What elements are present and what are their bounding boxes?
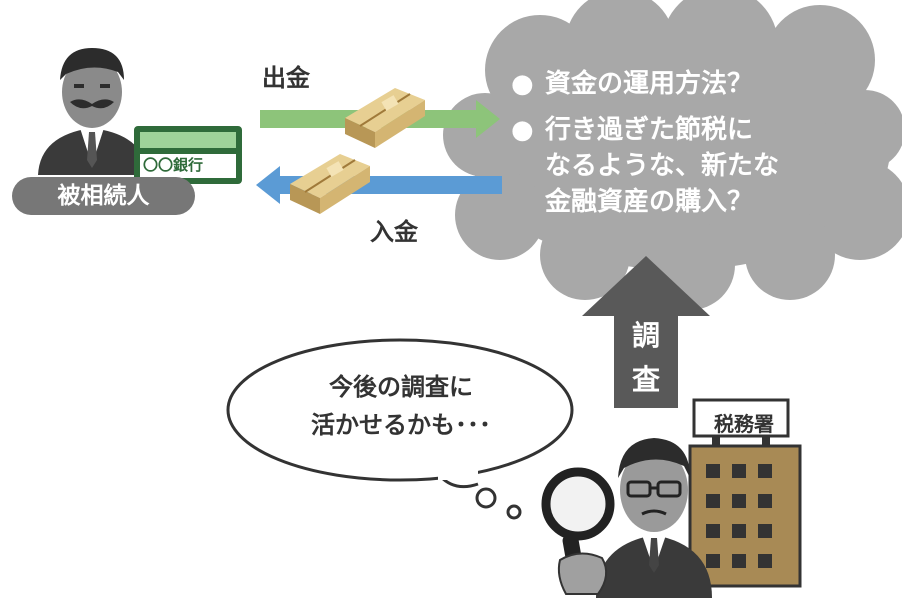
bankbook-icon [134,126,242,184]
question-list: ● 資金の運用方法？ ● 行き過ぎた節税に なるような、新たな 金融資産の購入？ [511,66,780,220]
speech-line: 今後の調査に [329,373,473,401]
up-arrow-icon [582,256,710,408]
question-item: ● 資金の運用方法？ [511,66,779,102]
question-item: ● 行き過ぎた節税に なるような、新たな 金融資産の購入？ [511,112,780,220]
thought-bubble-icon [226,338,574,520]
investigation-char: 調 [631,319,660,352]
person-decedent-icon [38,48,148,175]
question-line: 行き過ぎた節税に [545,115,754,145]
deposit-label: 入金 [370,218,418,246]
bullet-icon: ● [511,69,534,99]
question-line: 資金の運用方法？ [545,69,754,99]
money-bundle-icon [345,88,425,148]
cloud-icon [443,0,902,310]
investigation-char: 査 [631,363,660,396]
speech-text: 今後の調査に 活かせるかも･･･ [296,368,506,444]
tax-office-label: 税務署 [714,412,774,436]
question-line: なるような、新たな [545,151,780,181]
tax-office-building-icon [688,398,802,588]
magnifier-icon [541,467,615,595]
money-bundle-icon [290,154,370,214]
question-line: 金融資産の購入？ [545,187,754,217]
speech-line: 活かせるかも･･･ [311,411,491,439]
bankbook-label: 〇〇銀行 [143,156,204,174]
tax-officer-icon [596,438,712,598]
bullet-icon: ● [511,115,534,145]
withdrawal-label: 出金 [262,64,310,92]
investigation-label: 調 査 [628,314,664,402]
decedent-label: 被相続人 [12,177,195,215]
